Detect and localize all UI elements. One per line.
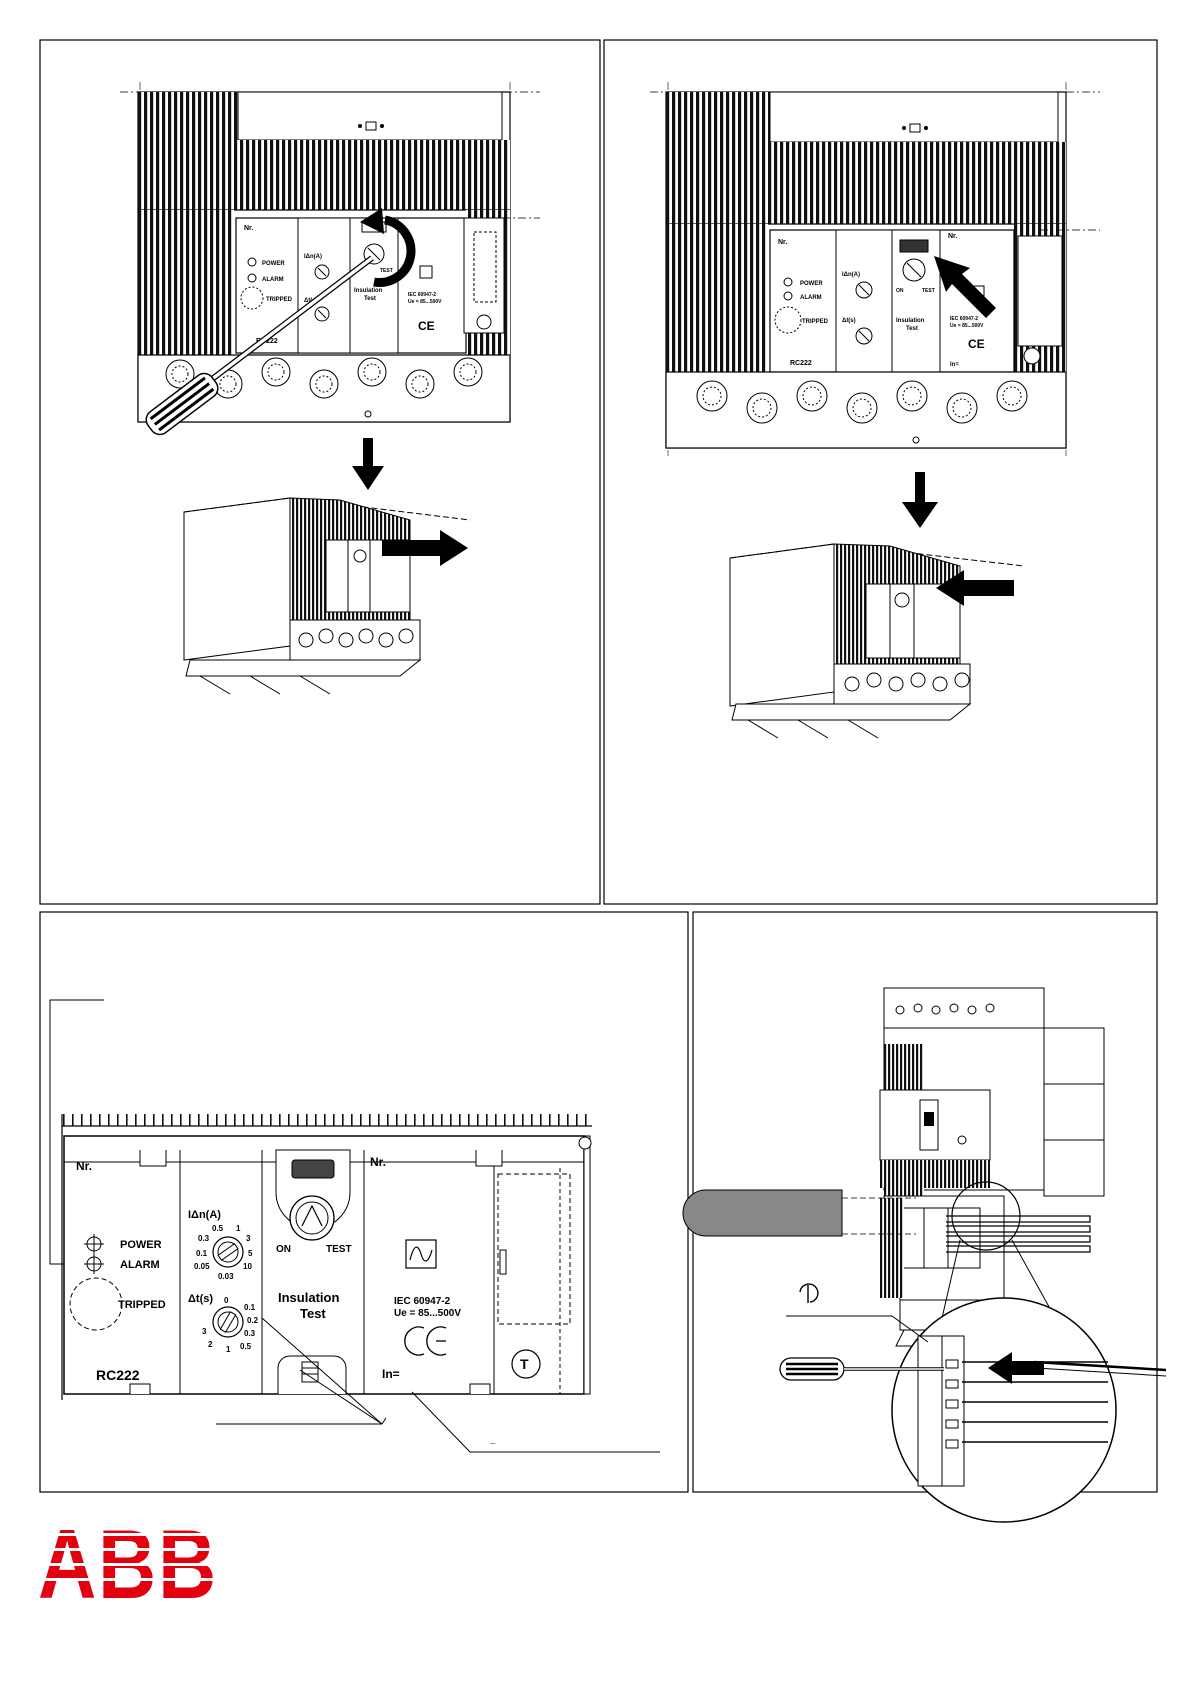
fig3-nr-right: Nr. [370,1155,386,1169]
fig3-dt-scale-3: 0.3 [244,1329,256,1338]
fig3-idn-scale-8: 0.3 [198,1234,210,1243]
fig2-terminal-screws [696,380,1028,424]
figure-1-front-view: Nr. POWER ALARM TRIPPED RC222 IΔn(A) Δt(… [120,82,540,695]
fig3-callout-mark: _ [489,1434,496,1445]
figure-2-front-view: Nr. Nr. POWER ALARM TRIPPED RC222 IΔn(A)… [650,82,1100,739]
figure-4-assembly [682,987,1167,1523]
fig3-idn-scale-1: 1 [236,1224,241,1233]
down-arrow-icon [352,438,384,490]
magnifier-top [951,1181,1021,1251]
fig1-test-label: TEST [380,268,393,274]
fig1-test-word: Test [364,296,376,302]
magnifier-detail [891,1297,1167,1523]
panel-frame-top-right [603,39,1158,905]
fig2-idn-label: IΔn(A) [842,272,860,278]
fig3-test-word: Test [300,1306,326,1321]
fig3-dt-scale-1: 0.1 [244,1303,256,1312]
fig3-alarm-led [84,1254,104,1274]
fig3-t-symbol: T [520,1356,529,1372]
fig1-ce-mark: CE [418,319,435,333]
t-symbol-icon: T [511,1349,541,1379]
fig2-power-label: POWER [800,281,823,287]
fig3-test-label: TEST [326,1244,352,1255]
fig2-nr-label-right: Nr. [948,233,957,240]
fig3-idn-scale-4: 10 [243,1262,252,1271]
fig2-on-label: ON [896,288,904,294]
ce-mark-icon [404,1326,447,1356]
fig1-isometric-view [183,497,471,695]
figure-3-faceplate-detail: Nr. Nr. POWER ALARM TRIPPED RC222 IΔn(A)… [49,999,660,1453]
fig1-idn-label: IΔn(A) [304,254,322,260]
fig3-iec-label: IEC 60947-2 [394,1296,451,1307]
fig3-idn-scale-7: 0.1 [196,1249,208,1258]
fig3-nr-left: Nr. [76,1159,92,1173]
rotate-arrow-icon [373,215,416,287]
abb-logo: ABB [38,1509,222,1619]
fig1-terminal-screws [165,357,483,399]
fig1-tripped-label: TRIPPED [266,297,293,303]
fig3-test-button [289,1195,335,1241]
fig3-idn-scale-6: 0.05 [194,1262,210,1271]
fig3-dt-label: Δt(s) [188,1293,213,1305]
fig3-on-label: ON [276,1244,291,1255]
cover-plate [682,1189,843,1237]
fig3-idn-scale-5: 0.03 [218,1272,234,1281]
fig3-tripped-label: TRIPPED [118,1299,166,1311]
fig2-in-label: In= [950,362,959,368]
fig2-nr-label: Nr. [778,239,787,246]
fig3-in-label: In= [382,1367,400,1381]
fig3-idn-label: IΔn(A) [188,1209,221,1221]
rotate-arrowhead-icon [360,208,384,234]
fig3-dt-dial [212,1306,244,1338]
fig2-model-label: RC222 [790,360,812,367]
fig2-test-label: TEST [922,288,935,294]
fig2-ue-label: Ue = 85...500V [950,323,984,329]
fig2-alarm-label: ALARM [800,295,822,301]
fig2-dt-label: Δt(s) [842,318,856,324]
insert-arrow-icon [988,1352,1044,1384]
fig1-iec-label: IEC 60947-2 [408,292,436,298]
screwdriver-icon-2 [779,1357,944,1381]
fig3-model-label: RC222 [96,1367,140,1383]
fig3-idn-scale-0: 0.5 [212,1224,224,1233]
fig2-insulation-label: Insulation [896,318,925,324]
fig1-power-label: POWER [262,261,285,267]
fig3-dt-scale-5: 1 [226,1345,231,1354]
fig3-dt-scale-7: 3 [202,1327,207,1336]
fig3-bottom-screw [277,1355,347,1394]
fig3-idn-dial [212,1236,244,1268]
fig3-callout-lines [216,1317,660,1453]
fig3-insulation-label: Insulation [278,1290,339,1305]
fig1-nr-label: Nr. [244,225,253,232]
fig3-dt-scale-2: 0.2 [247,1316,259,1325]
fig3-ue-label: Ue = 85...500V [394,1308,461,1319]
fig3-idn-scale-2: 3 [246,1234,251,1243]
fig3-power-label: POWER [120,1239,162,1251]
fig1-alarm-label: ALARM [262,277,284,283]
fig3-dt-scale-0: 0 [224,1296,229,1305]
screwdriver-icon [145,255,374,436]
fig3-tripped-indicator [69,1277,123,1331]
fig2-tripped-label: TRIPPED [802,319,829,325]
fig3-power-led [84,1234,104,1254]
fig1-ue-label: Ue = 85...500V [408,299,442,305]
down-arrow-icon-2 [902,472,938,528]
fig2-test-word: Test [906,326,918,332]
panel-frame-top-left [39,39,601,905]
fig2-relay-faceplate: Nr. Nr. POWER ALARM TRIPPED RC222 IΔn(A)… [769,229,1063,373]
fig3-dt-scale-4: 0.5 [240,1342,252,1351]
waveform-icon [405,1239,437,1269]
fig2-iec-label: IEC 60947-2 [950,316,978,322]
fig2-ce-mark: CE [968,337,985,351]
rotate-icon [799,1283,819,1303]
fig3-idn-scale-3: 5 [248,1249,253,1258]
fig3-dt-scale-6: 2 [208,1340,213,1349]
fig1-insulation-label: Insulation [354,288,383,294]
fig3-alarm-label: ALARM [120,1259,160,1271]
fig2-isometric-view [729,543,1025,739]
fig1-model-label: RC222 [256,338,278,345]
push-arrow-icon [934,256,996,318]
